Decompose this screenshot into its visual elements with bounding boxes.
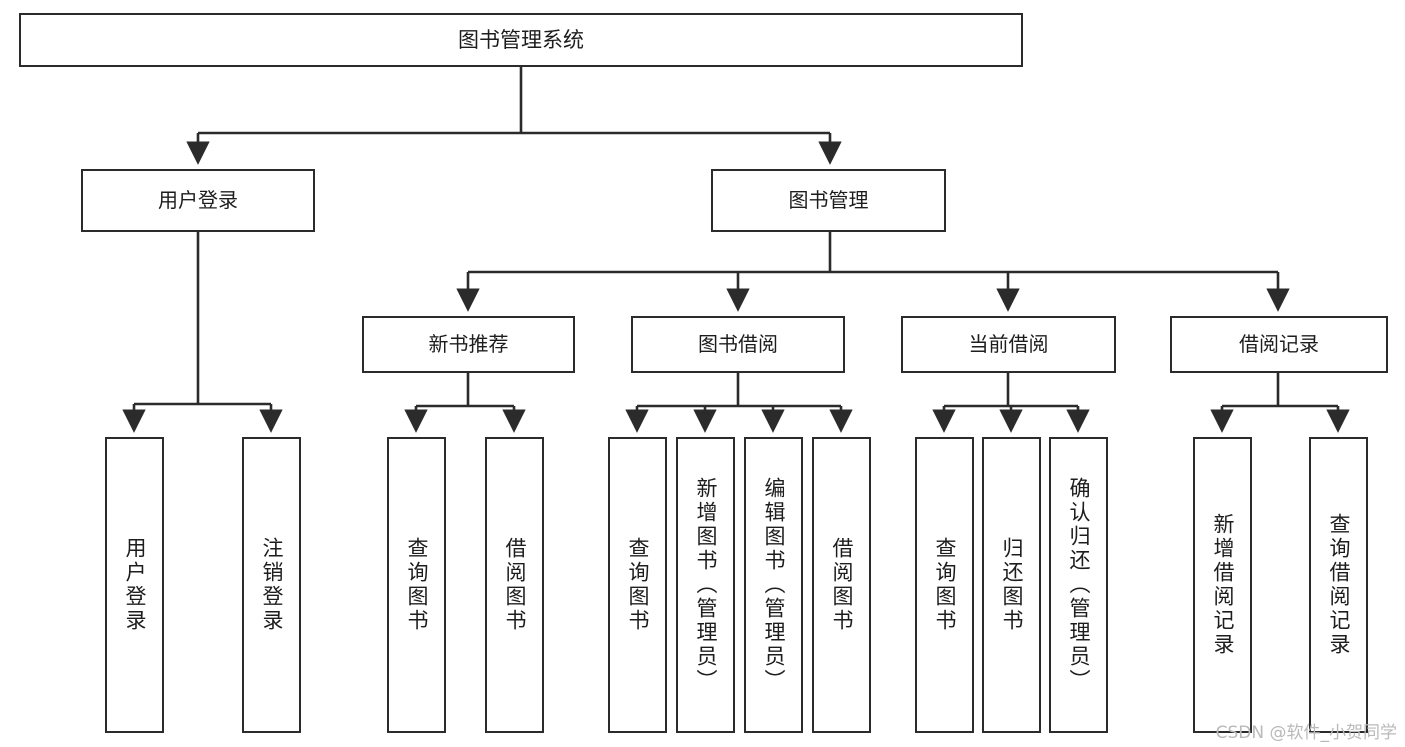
leaf-query-book-recommend[interactable]: 查询图书 [387, 437, 446, 733]
leaf-logout[interactable]: 注销登录 [242, 437, 301, 733]
leaf-add-borrow-record-label: 新增借阅记录 [1211, 513, 1235, 657]
leaf-return-book-label: 归还图书 [1000, 537, 1024, 633]
leaf-edit-book-admin-label: 编辑图书（管理员） [762, 477, 786, 693]
node-new-book-recommend-label: 新书推荐 [428, 331, 509, 356]
leaf-logout-label: 注销登录 [260, 537, 284, 633]
node-book-manage[interactable]: 图书管理 [711, 169, 946, 232]
leaf-edit-book-admin[interactable]: 编辑图书（管理员） [744, 437, 803, 733]
node-new-book-recommend[interactable]: 新书推荐 [362, 316, 575, 373]
node-user-login[interactable]: 用户登录 [81, 169, 315, 232]
leaf-confirm-return-admin[interactable]: 确认归还（管理员） [1049, 437, 1108, 733]
leaf-confirm-return-admin-label: 确认归还（管理员） [1067, 477, 1091, 693]
leaf-query-book-borrow-label: 查询图书 [626, 537, 650, 633]
leaf-add-borrow-record[interactable]: 新增借阅记录 [1193, 437, 1252, 733]
leaf-query-book-recommend-label: 查询图书 [405, 537, 429, 633]
leaf-return-book[interactable]: 归还图书 [982, 437, 1041, 733]
leaf-borrow-book[interactable]: 借阅图书 [812, 437, 871, 733]
leaf-query-book-borrow[interactable]: 查询图书 [608, 437, 667, 733]
node-root[interactable]: 图书管理系统 [19, 13, 1023, 67]
leaf-borrow-book-recommend-label: 借阅图书 [503, 537, 527, 633]
leaf-query-borrow-record-label: 查询借阅记录 [1327, 513, 1351, 657]
leaf-add-book-admin-label: 新增图书（管理员） [694, 477, 718, 693]
node-borrow-record-label: 借阅记录 [1239, 331, 1319, 356]
node-current-borrow-label: 当前借阅 [968, 331, 1049, 356]
leaf-query-borrow-record[interactable]: 查询借阅记录 [1309, 437, 1368, 733]
node-book-borrow[interactable]: 图书借阅 [631, 316, 845, 373]
node-root-label: 图书管理系统 [458, 27, 584, 52]
leaf-borrow-book-recommend[interactable]: 借阅图书 [485, 437, 544, 733]
leaf-query-book-current-label: 查询图书 [933, 537, 957, 633]
leaf-add-book-admin[interactable]: 新增图书（管理员） [676, 437, 735, 733]
leaf-user-login-label: 用户登录 [123, 537, 147, 633]
leaf-user-login[interactable]: 用户登录 [105, 437, 164, 733]
watermark: CSDN @软件_小贺同学 [1215, 723, 1397, 743]
node-book-borrow-label: 图书借阅 [698, 331, 778, 356]
node-book-manage-label: 图书管理 [788, 187, 869, 212]
leaf-query-book-current[interactable]: 查询图书 [915, 437, 974, 733]
node-borrow-record[interactable]: 借阅记录 [1170, 316, 1388, 373]
leaf-borrow-book-label: 借阅图书 [830, 537, 854, 633]
node-user-login-label: 用户登录 [158, 187, 238, 212]
node-current-borrow[interactable]: 当前借阅 [901, 316, 1116, 373]
